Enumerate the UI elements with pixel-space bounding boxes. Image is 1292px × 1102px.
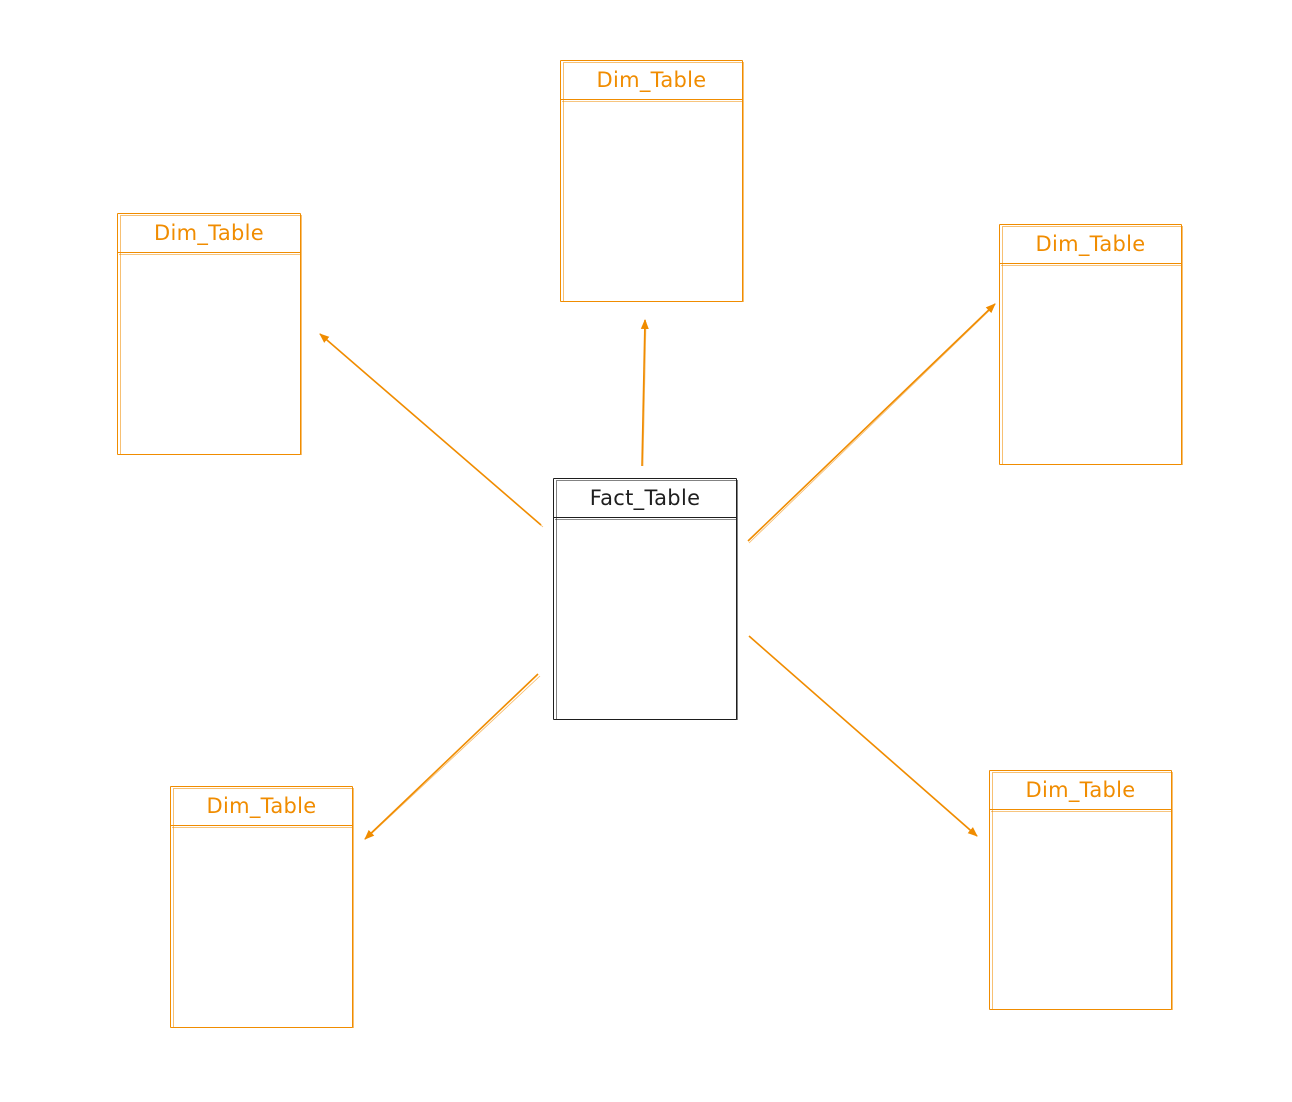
arrow-to-top-dim [640,319,649,467]
dim-table-header: Dim_Table [561,61,743,102]
arrow-to-top-right-dim [747,303,996,544]
arrow-to-bottom-left-dim [364,673,541,840]
fact-table-header: Fact_Table [554,479,737,520]
arrow-to-bottom-right-dim [748,635,978,837]
dim-table-top-left[interactable]: Dim_Table [117,213,302,455]
fact-table[interactable]: Fact_Table [553,478,738,720]
dim-table-title: Dim_Table [206,794,317,818]
dim-table-header: Dim_Table [990,771,1172,812]
dim-table-top-right[interactable]: Dim_Table [999,224,1183,465]
dim-table-top[interactable]: Dim_Table [560,60,744,302]
dim-table-title: Dim_Table [154,221,264,245]
dim-table-header: Dim_Table [171,787,353,828]
dim-table-title: Dim_Table [596,68,707,92]
dim-table-header: Dim_Table [1000,225,1182,266]
dim-table-title: Dim_Table [1035,232,1146,256]
dim-table-bottom-right[interactable]: Dim_Table [989,770,1173,1010]
dim-table-bottom-left[interactable]: Dim_Table [170,786,354,1028]
dim-table-title: Dim_Table [1025,778,1136,802]
fact-table-title: Fact_Table [589,486,701,510]
dim-table-header: Dim_Table [118,214,301,255]
arrow-to-top-left-dim [319,333,544,528]
